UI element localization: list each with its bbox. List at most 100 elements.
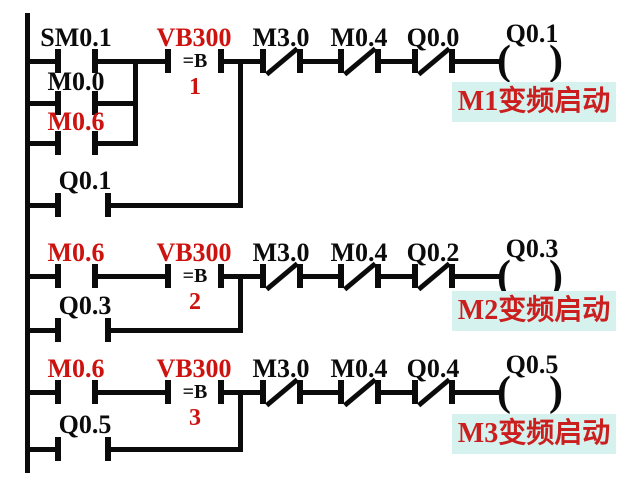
contact-bar	[375, 380, 381, 404]
contact-bar	[92, 91, 98, 115]
wire	[111, 328, 243, 333]
contact-bar	[165, 380, 171, 404]
coil-label: Q0.1	[505, 19, 559, 48]
contact-bar	[105, 193, 111, 217]
contact-bar	[55, 264, 61, 288]
contact-label: M3.0	[252, 354, 310, 383]
contact-label: M3.0	[252, 23, 310, 52]
feedback-junction-wire	[238, 390, 243, 452]
wire	[30, 328, 55, 333]
contact-bar	[92, 131, 98, 155]
contact-bar	[165, 49, 171, 73]
wire	[303, 274, 338, 279]
contact-bar	[449, 264, 455, 288]
contact-label: Q0.1	[58, 166, 112, 195]
wire	[98, 101, 138, 106]
contact-bar	[55, 131, 61, 155]
contact-bar	[165, 264, 171, 288]
wire	[30, 390, 55, 395]
coil-close-paren-icon: )	[549, 253, 563, 299]
wire	[381, 59, 412, 64]
compare-operator: =B	[182, 50, 208, 72]
contact-bar	[55, 318, 61, 342]
contact-label: M0.0	[47, 67, 105, 96]
contact-bar	[218, 264, 224, 288]
wire	[111, 203, 243, 208]
coil-open-paren-icon: (	[497, 253, 511, 299]
wire	[455, 274, 503, 279]
rung-caption: M2变频启动	[452, 291, 616, 331]
rung-caption: M3变频启动	[452, 414, 616, 454]
coil-close-paren-icon: )	[549, 38, 563, 84]
branch-junction-wire	[133, 59, 138, 146]
contact-bar	[260, 49, 266, 73]
contact-bar	[92, 264, 98, 288]
contact-label: SM0.1	[40, 23, 112, 52]
contact-label: M0.6	[47, 107, 105, 136]
contact-label: M0.4	[330, 23, 388, 52]
wire	[381, 274, 412, 279]
wire	[455, 390, 503, 395]
rung-caption: M1变频启动	[452, 82, 616, 122]
contact-bar	[338, 49, 344, 73]
coil-open-paren-icon: (	[497, 38, 511, 84]
contact-bar	[92, 49, 98, 73]
contact-bar	[338, 380, 344, 404]
contact-bar	[218, 380, 224, 404]
contact-bar	[260, 264, 266, 288]
feedback-junction-wire	[238, 59, 243, 208]
contact-label: M0.4	[330, 238, 388, 267]
contact-bar	[105, 437, 111, 461]
contact-bar	[297, 264, 303, 288]
contact-label: M0.6	[47, 238, 105, 267]
power-rail	[25, 13, 30, 473]
wire	[455, 59, 503, 64]
compare-value: 2	[189, 289, 201, 315]
wire	[30, 141, 55, 146]
wire	[30, 203, 55, 208]
coil-label: Q0.5	[505, 350, 559, 379]
wire	[30, 101, 55, 106]
coil-label: Q0.3	[505, 234, 559, 263]
compare-operand-label: VB300	[156, 238, 232, 267]
wire	[98, 390, 165, 395]
wire	[30, 447, 55, 452]
coil-close-paren-icon: )	[549, 369, 563, 415]
wire	[303, 390, 338, 395]
contact-bar	[55, 91, 61, 115]
compare-value: 3	[189, 405, 201, 431]
contact-label: M0.4	[330, 354, 388, 383]
contact-label: M3.0	[252, 238, 310, 267]
contact-bar	[412, 264, 418, 288]
contact-bar	[412, 380, 418, 404]
wire	[381, 390, 412, 395]
wire	[98, 274, 165, 279]
contact-bar	[375, 49, 381, 73]
contact-bar	[297, 380, 303, 404]
contact-bar	[55, 193, 61, 217]
coil-open-paren-icon: (	[497, 369, 511, 415]
contact-bar	[218, 49, 224, 73]
compare-value: 1	[189, 74, 201, 100]
contact-label: Q0.5	[58, 410, 112, 439]
contact-bar	[338, 264, 344, 288]
contact-label: Q0.0	[406, 23, 460, 52]
contact-bar	[55, 437, 61, 461]
wire	[98, 59, 165, 64]
contact-bar	[92, 380, 98, 404]
contact-bar	[105, 318, 111, 342]
compare-operator: =B	[182, 265, 208, 287]
wire	[303, 59, 338, 64]
wire	[111, 447, 243, 452]
wire	[98, 141, 138, 146]
contact-bar	[449, 49, 455, 73]
compare-operator: =B	[182, 381, 208, 403]
compare-operand-label: VB300	[156, 354, 232, 383]
wire	[30, 59, 55, 64]
contact-bar	[297, 49, 303, 73]
contact-label: M0.6	[47, 354, 105, 383]
